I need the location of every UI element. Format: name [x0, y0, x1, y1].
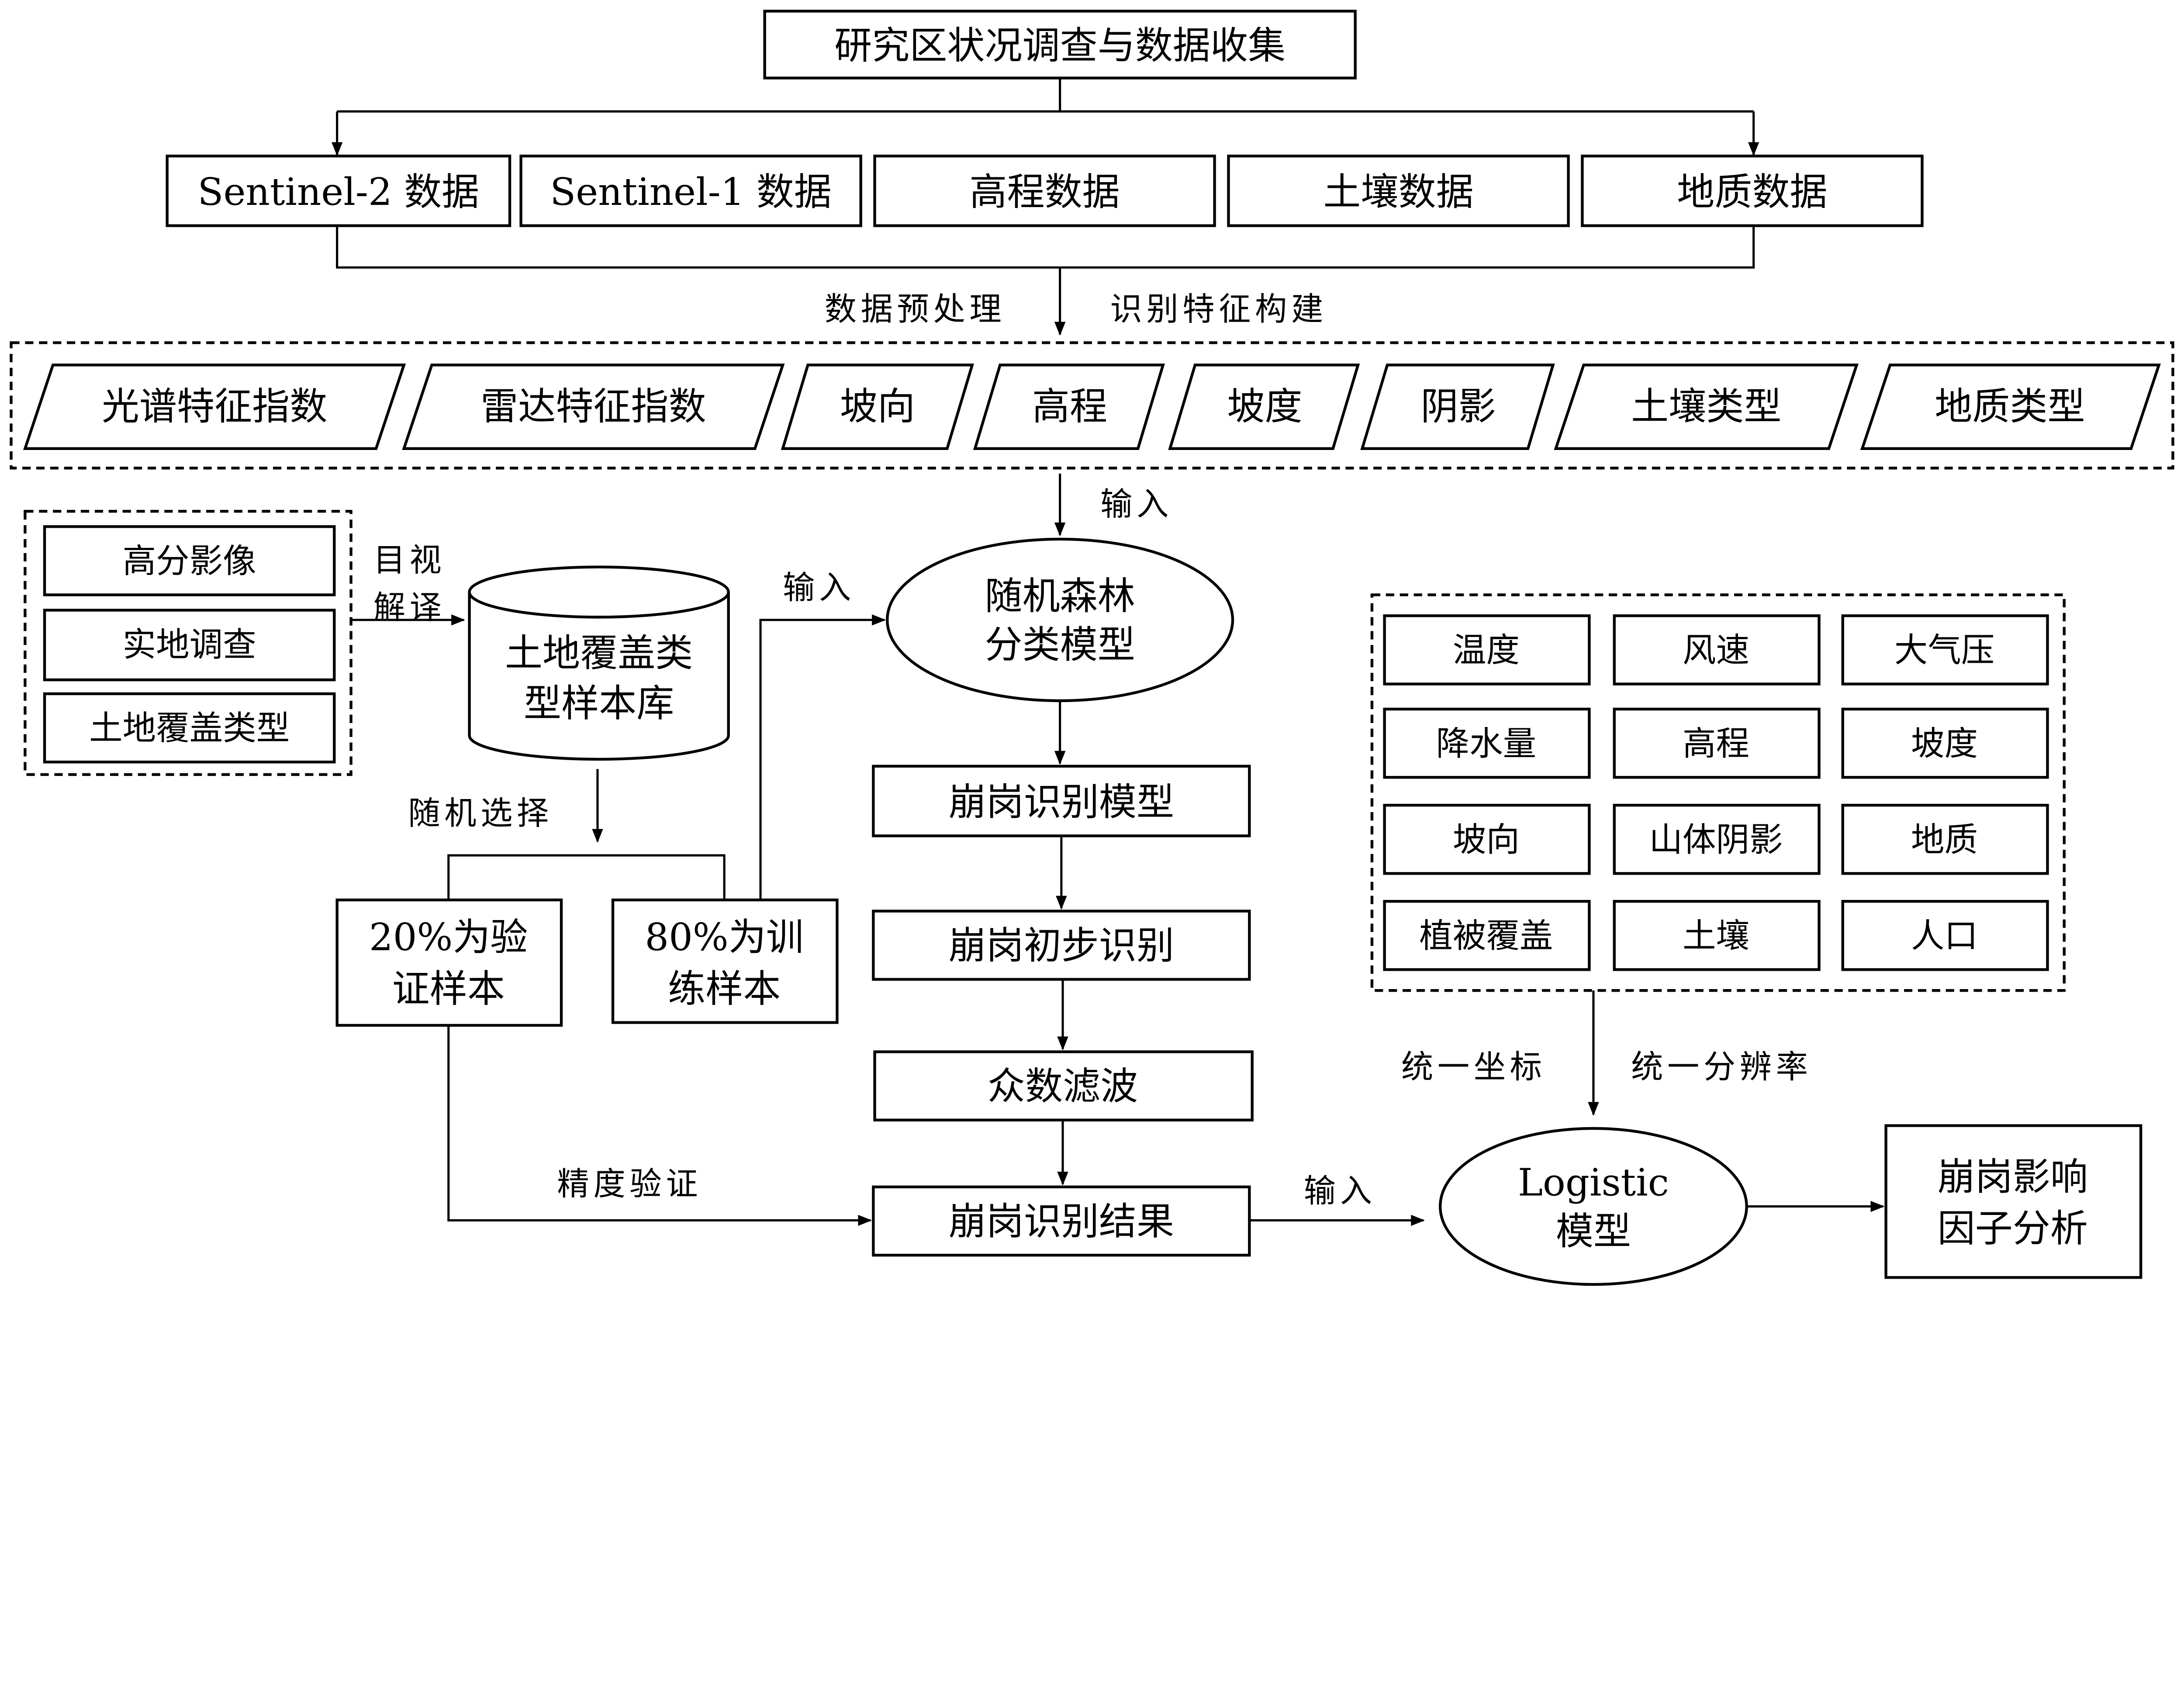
factor-soil: 土壤 [1683, 917, 1749, 955]
feature-spectral: 光谱特征指数 [102, 385, 327, 429]
preprocess-label: 数据预处理 [825, 291, 1006, 328]
logistic-ellipse [1438, 1127, 1748, 1286]
factor-population: 人口 [1911, 917, 1978, 955]
survey-text: 研究区状况调查与数据收集 [834, 24, 1286, 68]
sample-db-text: 土地覆盖类型样本库 [505, 632, 693, 726]
factor-grid: 温度 风速 大气压 降水量 高程 坡度 坡向 山体阴影 地质 植被覆盖 土壤 人… [1383, 614, 2049, 971]
feature-soil-type: 土壤类型 [1631, 385, 1781, 429]
input-label-3: 输入 [1304, 1173, 1376, 1210]
factor-pressure: 大气压 [1894, 631, 1995, 670]
rf-model-text: 随机森林分类模型 [985, 574, 1135, 667]
factor-wind: 风速 [1683, 631, 1749, 670]
accuracy-label: 精度验证 [557, 1166, 702, 1203]
random-select-label: 随机选择 [408, 795, 553, 832]
survey-box [763, 10, 1357, 80]
sample-source-group [24, 510, 352, 776]
factor-slope: 坡度 [1911, 724, 1978, 763]
feature-label: 识别特征构建 [1110, 291, 1327, 328]
factor-hillshade: 山体阴影 [1649, 820, 1783, 859]
validation-sample-box [335, 898, 563, 1027]
source-soil: 土壤数据 [1323, 170, 1473, 214]
pipeline-result: 崩岗识别结果 [949, 1200, 1174, 1244]
source-dem: 高程数据 [969, 170, 1120, 214]
input-label-1: 输入 [1100, 486, 1173, 523]
factor-vegetation: 植被覆盖 [1419, 917, 1553, 955]
source-sentinel1: Sentinel-1 数据 [550, 170, 832, 214]
feature-aspect: 坡向 [840, 385, 915, 429]
sample-field: 实地调查 [123, 626, 256, 664]
factor-group [1370, 593, 2066, 992]
rf-model-ellipse [886, 537, 1234, 702]
training-sample-text: 80%为训练样本 [645, 916, 803, 1011]
sample-hires: 高分影像 [123, 542, 256, 581]
unify-coord-label: 统一坐标 [1401, 1049, 1546, 1086]
source-sentinel2: Sentinel-2 数据 [197, 170, 479, 214]
pipeline-filter: 众数滤波 [988, 1065, 1138, 1108]
feature-shadow: 阴影 [1421, 385, 1496, 429]
sample-database: 土地覆盖类型样本库 [468, 565, 730, 761]
factor-precip: 降水量 [1436, 724, 1537, 763]
sample-landcover: 土地覆盖类型 [89, 709, 290, 748]
flowchart: 研究区状况调查与数据收集 Sentinel-2 数据 Sentinel-1 数据… [10, 10, 2174, 1286]
source-geology: 地质数据 [1677, 170, 1827, 214]
factor-aspect: 坡向 [1453, 820, 1520, 859]
input-label-2: 输入 [783, 569, 855, 606]
validation-sample-text: 20%为验证样本 [369, 916, 528, 1011]
result-text: 崩岗影响因子分析 [1938, 1156, 2088, 1251]
feature-elevation: 高程 [1032, 385, 1107, 429]
pipeline-model: 崩岗识别模型 [949, 781, 1174, 824]
training-sample-box [611, 898, 839, 1024]
pipeline-initial: 崩岗初步识别 [949, 924, 1174, 968]
feature-geology-type: 地质类型 [1935, 385, 2085, 429]
factor-elevation: 高程 [1683, 724, 1749, 763]
visual-interp-label: 目视解译 [373, 541, 446, 626]
feature-group [10, 341, 2174, 470]
result-box [1884, 1124, 2143, 1279]
feature-radar: 雷达特征指数 [480, 385, 706, 429]
unify-res-label: 统一分辨率 [1631, 1049, 1812, 1086]
feature-slope: 坡度 [1227, 385, 1302, 429]
feature-parallelograms: 光谱特征指数 雷达特征指数 坡向 高程 坡度 阴影 土壤类型 地质类型 [23, 363, 2161, 450]
factor-temperature: 温度 [1453, 631, 1520, 670]
source-boxes: Sentinel-2 数据 Sentinel-1 数据 高程数据 土壤数据 地质… [166, 154, 1924, 227]
factor-geology: 地质 [1911, 820, 1978, 859]
